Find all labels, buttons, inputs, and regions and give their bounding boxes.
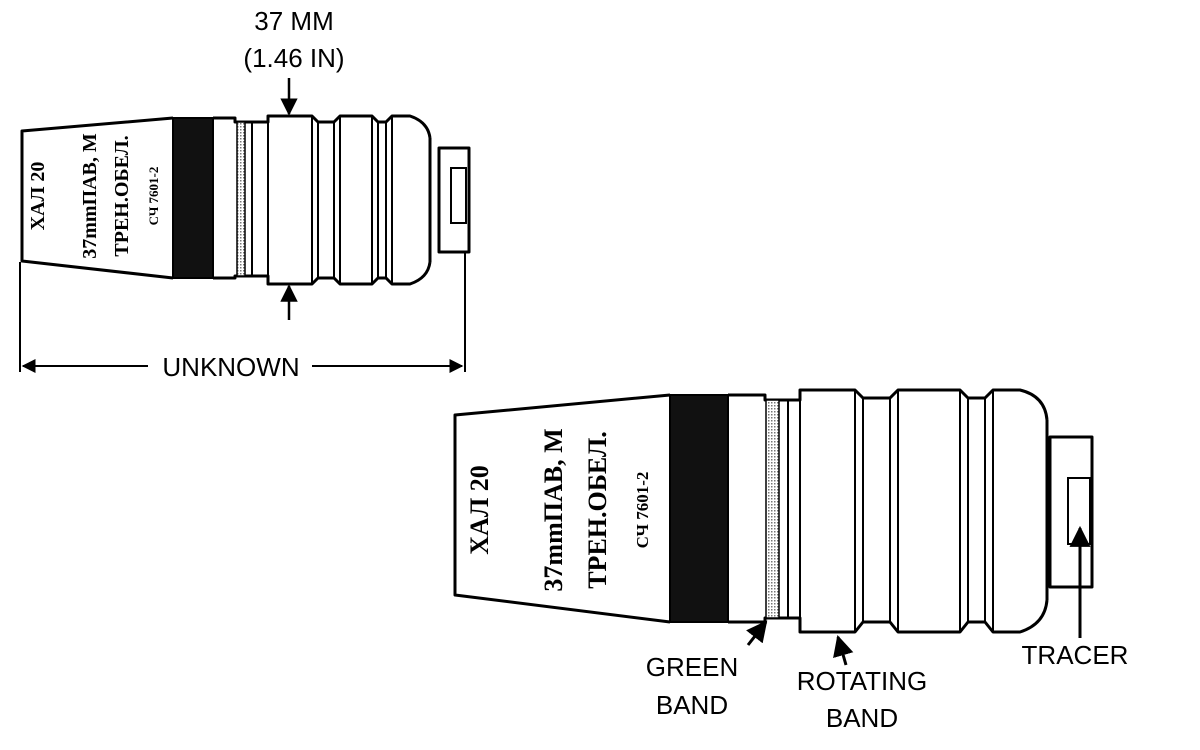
small-black-band xyxy=(172,117,214,279)
small-stencil-line-4: СЧ 7601-2 xyxy=(146,167,161,226)
large-stencil-line-1: ХАЛ 20 xyxy=(465,465,494,554)
caliber-label: 37 MM xyxy=(254,6,333,36)
large-stencil-line-2: 37mmПАВ, М xyxy=(539,428,568,591)
small-projectile-nose xyxy=(20,116,174,280)
small-tracer xyxy=(437,146,471,254)
rotating-band-label-line-1: ROTATING xyxy=(797,666,927,696)
small-stencil-line-3: ТРЕН.ОБЕЛ. xyxy=(111,135,133,256)
large-stencil-line-4: СЧ 7601-2 xyxy=(633,472,652,549)
green-band-label-line-2: BAND xyxy=(656,690,728,720)
small-projectile: ХАЛ 20 37mmПАВ, М ТРЕН.ОБЕЛ. СЧ 7601-2 xyxy=(20,114,471,286)
rotating-band-arrow xyxy=(833,634,854,666)
large-projectile: ХАЛ 20 37mmПАВ, М ТРЕН.ОБЕЛ. СЧ 7601-2 xyxy=(453,388,1094,634)
length-label: UNKNOWN xyxy=(162,352,299,382)
small-stencil-line-2: 37mmПАВ, М xyxy=(79,133,101,259)
green-band-label-line-1: GREEN xyxy=(646,652,738,682)
tracer-label: TRACER xyxy=(1022,640,1129,670)
large-green-band xyxy=(765,399,780,619)
large-stencil-line-3: ТРЕН.ОБЕЛ. xyxy=(583,431,612,589)
green-band-arrow xyxy=(746,620,768,646)
rotating-band-label-line-2: BAND xyxy=(826,703,898,733)
large-projectile-nose xyxy=(453,393,671,624)
small-green-band xyxy=(236,121,246,277)
caliber-inches-label: (1.46 IN) xyxy=(243,43,344,73)
large-black-band xyxy=(669,394,729,623)
large-tracer xyxy=(1048,435,1094,589)
small-stencil-line-1: ХАЛ 20 xyxy=(27,162,49,231)
